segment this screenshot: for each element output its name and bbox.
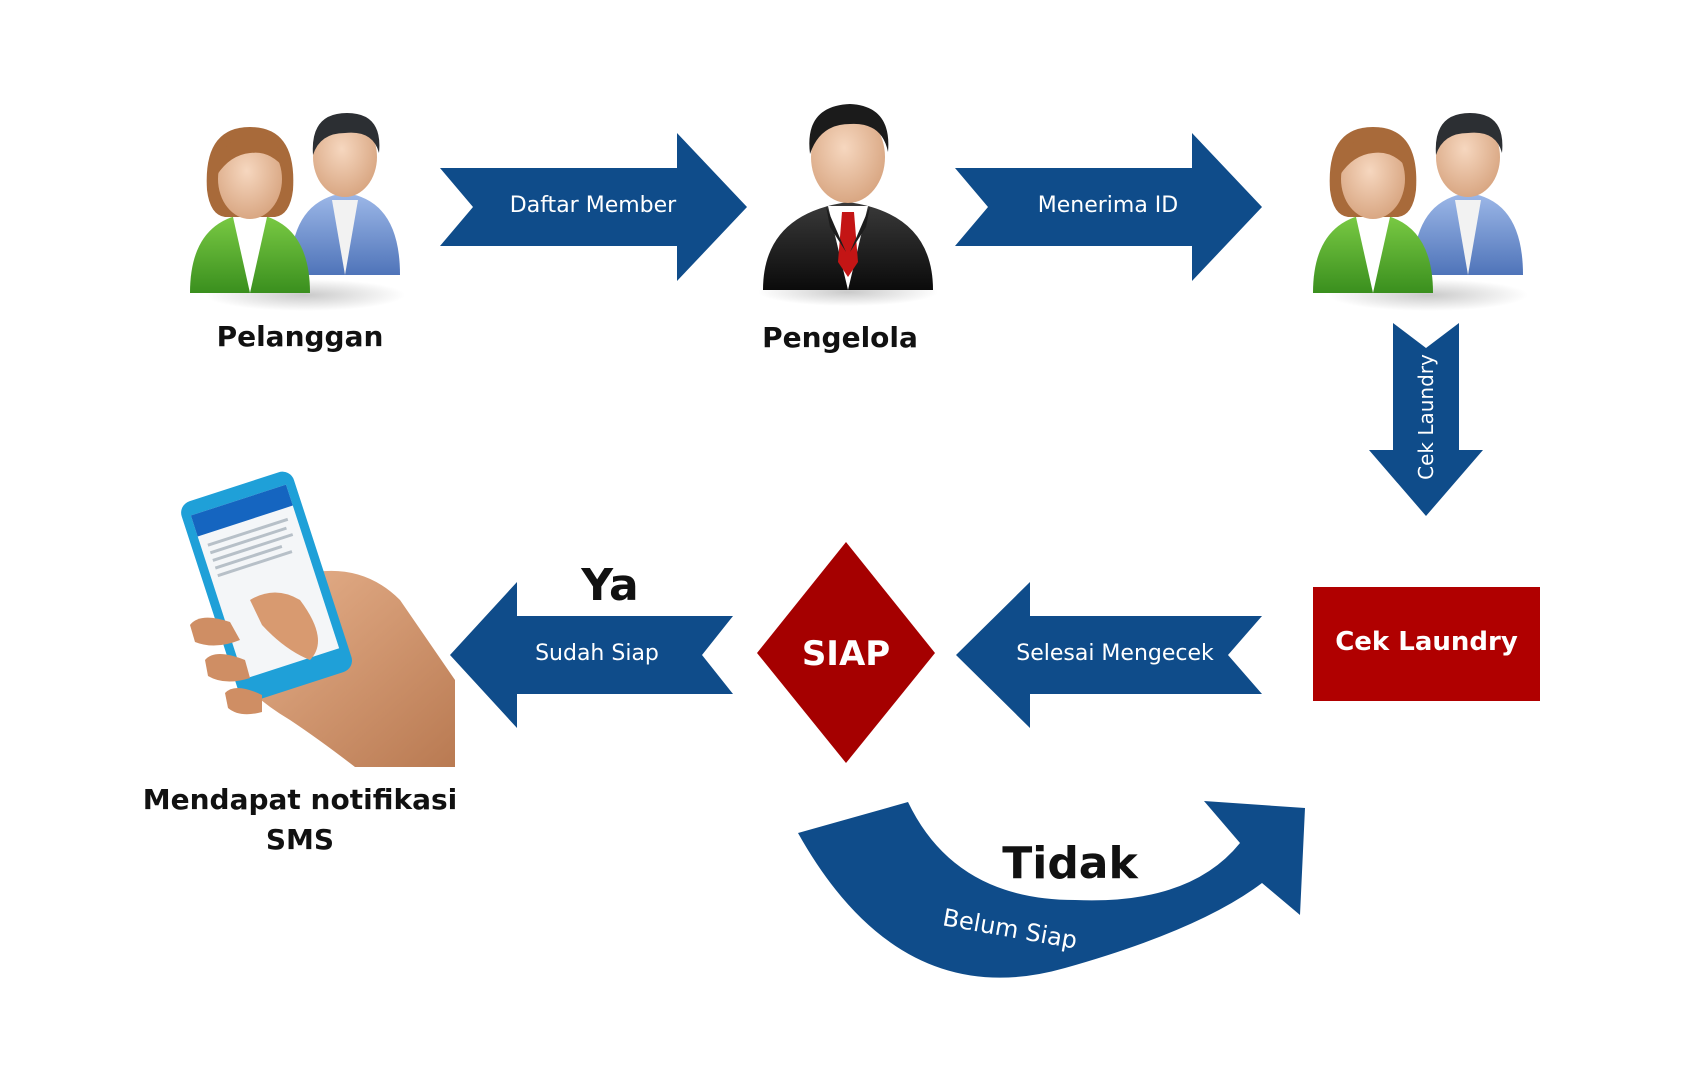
decision-label: SIAP bbox=[801, 634, 891, 674]
arrow-sudah-siap bbox=[450, 582, 733, 728]
notifikasi-line-1: Mendapat notifikasi bbox=[142, 783, 458, 816]
arrow-daftar-member bbox=[440, 133, 747, 281]
branch-label-tidak: Tidak bbox=[1002, 838, 1138, 889]
notifikasi-line-2: SMS bbox=[265, 823, 335, 856]
decision-diamond bbox=[757, 542, 935, 763]
arrow-label-cek-laundry: Cek Laundry bbox=[1414, 354, 1438, 480]
users-pair-icon bbox=[1313, 113, 1528, 311]
arrow-label-daftar-member: Daftar Member bbox=[509, 193, 677, 218]
node-label-pengelola: Pengelola bbox=[762, 321, 918, 354]
cek-laundry-box bbox=[1313, 587, 1540, 701]
arrow-label-sudah-siap: Sudah Siap bbox=[535, 641, 659, 666]
businessman-icon bbox=[758, 104, 938, 306]
node-label-notifikasi: Mendapat notifikasi SMS bbox=[120, 780, 480, 860]
node-label-pelanggan: Pelanggan bbox=[216, 320, 384, 353]
arrow-selesai-mengecek bbox=[956, 582, 1262, 728]
users-pair-icon bbox=[190, 113, 405, 311]
arrow-belum-siap bbox=[798, 801, 1305, 978]
arrow-menerima-id bbox=[955, 133, 1262, 281]
arrow-cek-laundry-down bbox=[1369, 323, 1483, 516]
cek-laundry-box-label: Cek Laundry bbox=[1335, 627, 1518, 657]
branch-label-ya: Ya bbox=[581, 560, 639, 611]
arrow-label-selesai-mengecek: Selesai Mengecek bbox=[1016, 641, 1214, 666]
phone-in-hand-icon bbox=[181, 471, 455, 767]
arrow-label-menerima-id: Menerima ID bbox=[1037, 193, 1179, 218]
